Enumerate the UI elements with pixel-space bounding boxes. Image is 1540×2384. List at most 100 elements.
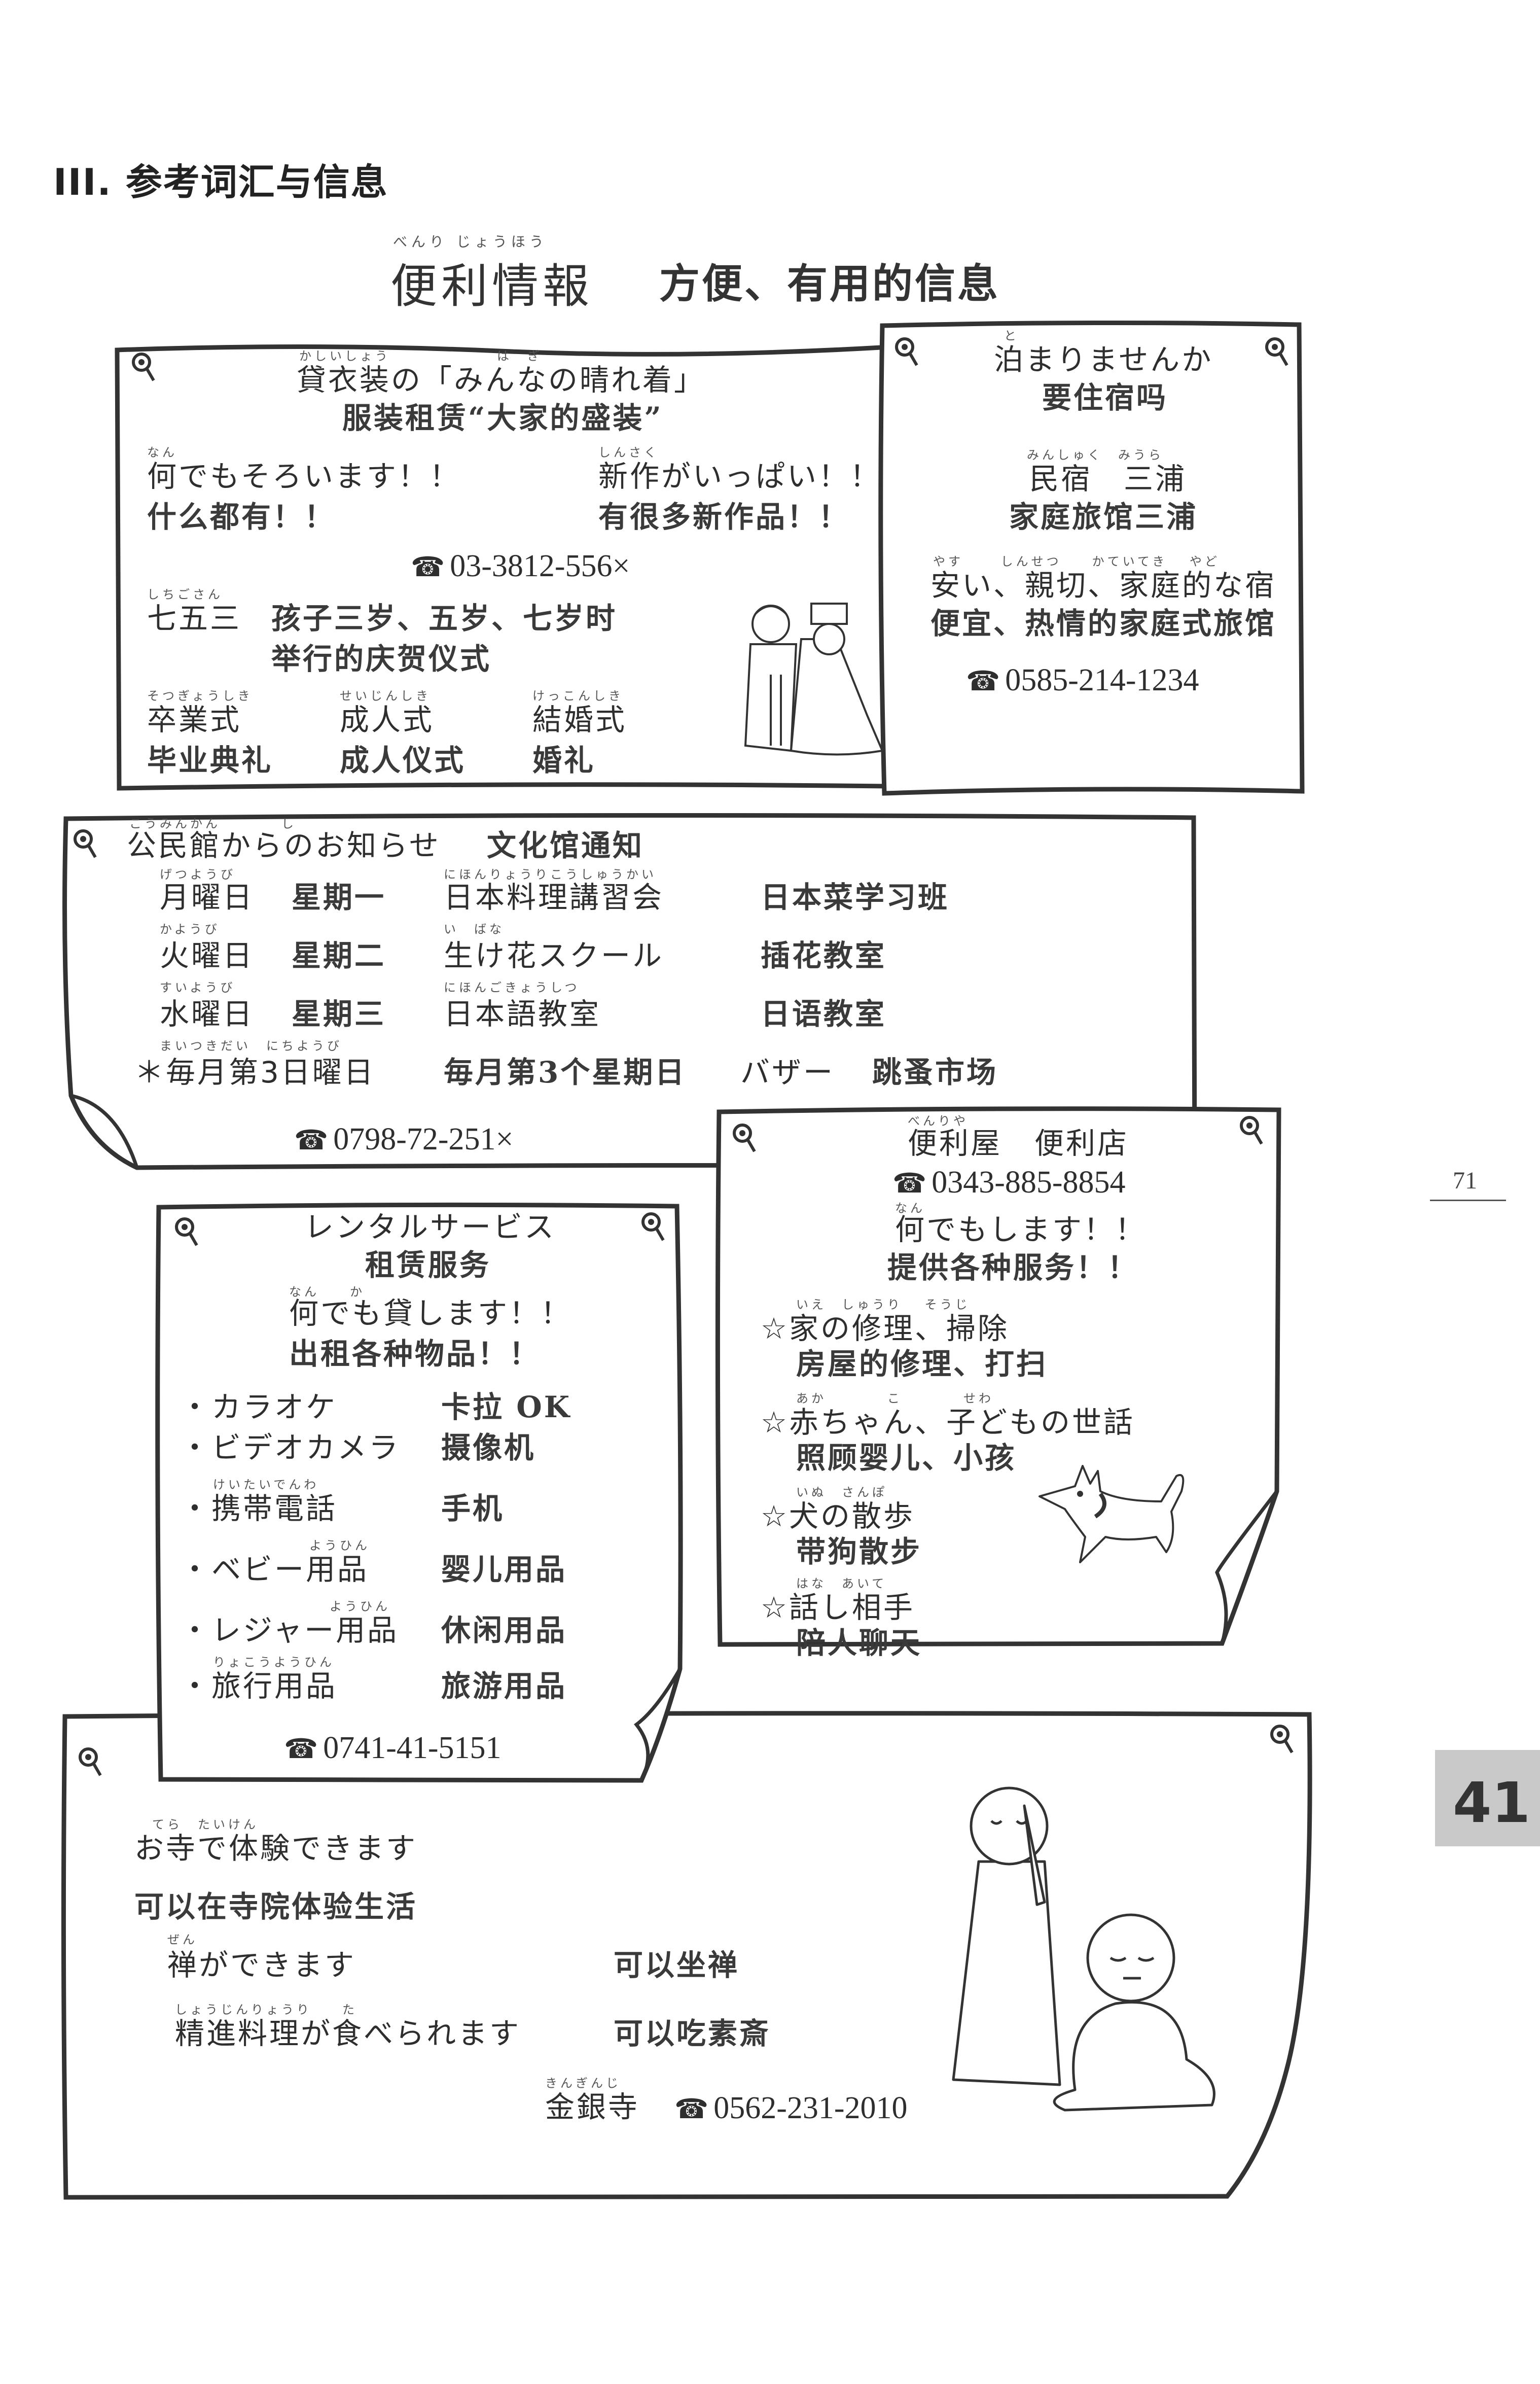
event-zh: 跳蚤市场	[872, 1055, 998, 1090]
community-title-ja: 公民館からのお知らせ	[127, 828, 441, 863]
furigana: しょうじんりょうり た	[175, 2003, 357, 2017]
class-ja: 生け花スクール	[444, 938, 664, 973]
rental-item-ja: ・カラオケ	[180, 1390, 338, 1424]
handyman-phone: ☎0343-885-8854	[892, 1167, 1126, 1198]
service-ja: ☆赤ちゃん、子どもの世話	[761, 1405, 1135, 1440]
event-ja: バザー	[740, 1055, 835, 1090]
pin-icon	[895, 337, 918, 366]
zen-ja: 禅ができます	[167, 1948, 356, 1982]
class-zh: 日本菜学习班	[761, 880, 950, 915]
rental-item-ja: ・レジャー用品	[180, 1613, 399, 1647]
furigana: はな あいて	[796, 1576, 887, 1591]
monks-illustration	[952, 1786, 1215, 2112]
wedding-couple-illustration	[744, 603, 884, 756]
furigana: みんしゅく みうら	[1027, 448, 1164, 462]
rental-item-zh: 卡拉 OK	[441, 1390, 572, 1424]
community-title-zh: 文化馆通知	[487, 828, 644, 863]
service-zh: 陪人聊天	[796, 1626, 922, 1660]
phone-icon: ☎	[284, 1733, 318, 1765]
ceremony-ja: 成人式	[340, 703, 435, 737]
costume-right-ja: 新作がいっぱい！！	[598, 459, 882, 494]
furigana: ぜん	[167, 1933, 198, 1947]
pin-icon	[733, 1124, 756, 1152]
page-title-chinese: 方便、有用的信息	[659, 260, 1000, 307]
day-zh: 星期二	[292, 938, 386, 973]
rental-phone: ☎0741-41-5151	[284, 1732, 502, 1764]
phone-number: 0585-214-1234	[1005, 663, 1199, 697]
pin-icon	[132, 353, 155, 381]
ceremony-ja: 結婚式	[532, 703, 627, 737]
furigana: にほんりょうりこうしゅうかい	[444, 867, 657, 882]
costume-phone: ☎03-3812-556×	[411, 550, 630, 582]
lodging-name-zh: 家庭旅馆三浦	[1009, 500, 1198, 534]
rental-title-ja: レンタルサービス	[304, 1210, 556, 1244]
service-ja: ☆家の修理、掃除	[761, 1311, 1009, 1346]
phone-icon: ☎	[411, 551, 445, 583]
furigana: なん	[895, 1201, 925, 1215]
rental-item-ja: ・ビデオカメラ	[180, 1430, 401, 1465]
community-phone: ☎0798-72-251×	[294, 1124, 514, 1155]
pin-icon	[1240, 1116, 1263, 1145]
rental-item-zh: 婴儿用品	[441, 1552, 567, 1587]
furigana: いえ しゅうり そうじ	[796, 1298, 971, 1312]
furigana: せいじんしき	[340, 689, 431, 703]
furigana: やす しんせつ かていてき やど	[933, 554, 1220, 569]
furigana: かようび	[160, 922, 220, 936]
rental-item-zh: 旅游用品	[441, 1669, 567, 1703]
page-number-rule	[1430, 1200, 1506, 1201]
pin-icon	[79, 1747, 102, 1776]
rental-item-ja: ・携帯電話	[180, 1491, 338, 1526]
phone-number: 0798-72-251×	[333, 1122, 514, 1156]
shichigosan-zh: 孩子三岁、五岁、七岁时	[271, 601, 618, 636]
furigana: なん か	[289, 1285, 365, 1299]
rental-item-zh: 休闲用品	[441, 1613, 567, 1647]
lodging-question-zh: 要住宿吗	[1042, 380, 1168, 415]
furigana: と	[1004, 329, 1019, 343]
dog-illustration	[1038, 1465, 1185, 1563]
zen-zh: 可以坐禅	[614, 1948, 740, 1982]
service-ja: ☆犬の散歩	[761, 1499, 915, 1533]
rental-slogan-zh: 出租各种物品！！	[289, 1337, 541, 1371]
service-zh: 照顾婴儿、小孩	[796, 1441, 1017, 1475]
service-ja: ☆話し相手	[761, 1590, 915, 1625]
ceremony-zh: 毕业典礼	[147, 743, 273, 778]
shichigosan-ja: 七五三	[147, 601, 242, 636]
day-ja: 月曜日	[160, 880, 255, 915]
phone-number: 03-3812-556×	[450, 549, 630, 583]
phone-icon: ☎	[966, 665, 1000, 697]
lodging-desc-zh: 便宜、热情的家庭式旅馆	[930, 606, 1277, 641]
costume-left-ja: 何でもそろいます！！	[147, 459, 461, 494]
furigana: べんりや	[908, 1114, 969, 1128]
furigana: こうみんかん し	[129, 817, 297, 831]
notice-frame	[114, 340, 892, 791]
special-day-zh: 毎月第3个星期日	[444, 1055, 687, 1090]
day-ja: 水曜日	[160, 997, 255, 1031]
furigana: い ばな	[444, 922, 505, 936]
temple-name: 金銀寺	[545, 2090, 640, 2124]
temple-phone: ☎0562-231-2010	[674, 2092, 908, 2124]
vegetarian-food-ja: 精進料理が食べられます	[175, 2016, 521, 2051]
rental-item-ja: ・旅行用品	[180, 1669, 338, 1703]
costume-left-zh: 什么都有！！	[147, 500, 336, 534]
furigana: かしいしょう は ぎ	[299, 349, 543, 363]
page-title-japanese: 便利情報	[390, 259, 594, 313]
furigana: ようひん	[309, 1538, 370, 1553]
furigana: にほんごきょうしつ	[444, 980, 580, 995]
section-heading: III. 参考词汇与信息	[53, 161, 388, 203]
rental-item-zh: 手机	[441, 1491, 505, 1526]
rental-slogan-ja: 何でも貸します！！	[289, 1296, 572, 1330]
phone-icon: ☎	[674, 2093, 709, 2125]
pin-icon	[74, 829, 97, 858]
vegetarian-food-zh: 可以吃素斎	[614, 2016, 771, 2051]
page-number: 71	[1453, 1167, 1477, 1194]
class-ja: 日本語教室	[444, 997, 601, 1031]
furigana: げつようび	[160, 867, 236, 882]
lesson-number: 41	[1453, 1770, 1531, 1835]
notice-frame	[877, 320, 1305, 796]
lodging-name-ja: 民宿 三浦	[1029, 462, 1187, 496]
class-zh: 日语教室	[761, 997, 887, 1031]
notice-frame	[155, 1202, 683, 1785]
lodging-desc-ja: 安い、親切、家庭的な宿	[930, 568, 1277, 603]
service-zh: 房屋的修理、打扫	[796, 1347, 1048, 1381]
furigana: しちごさん	[147, 587, 223, 602]
